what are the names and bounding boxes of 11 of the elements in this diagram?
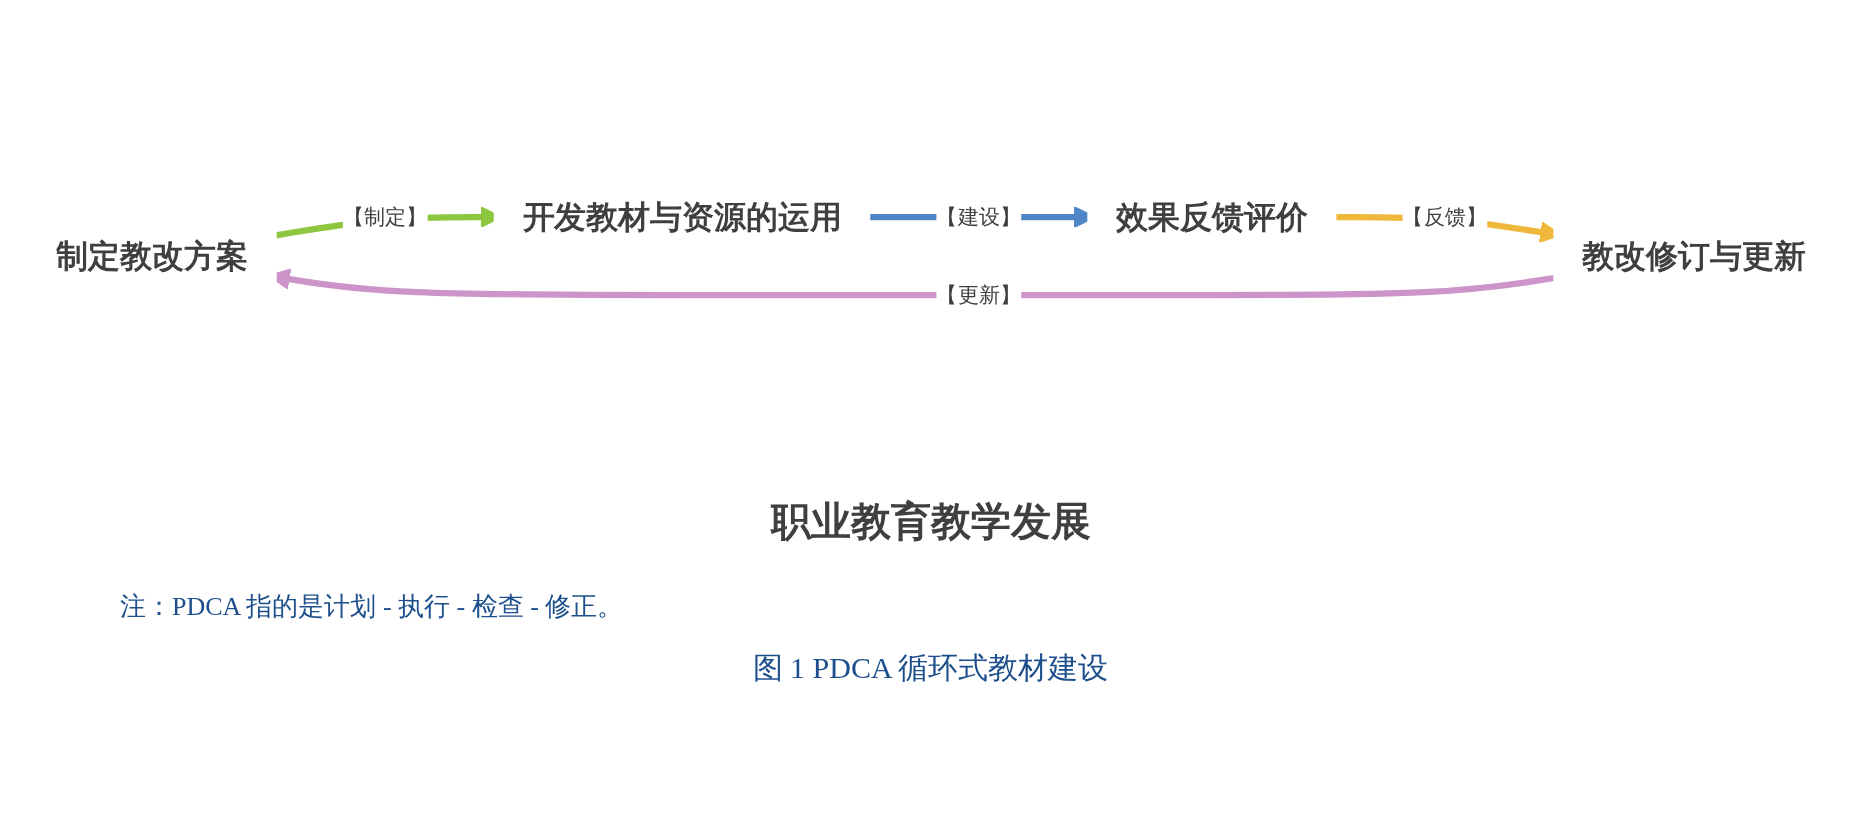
node-text: 制定教改方案 [55,237,248,274]
node-text: 效果反馈评价 [1115,198,1308,235]
center-text: 职业教育教学发展 [770,497,1091,546]
edge-label: 【更新】 [935,282,1021,308]
node-text: 教改修订与更新 [1581,237,1806,274]
edge-label: 【建设】 [935,204,1021,230]
caption-text: 图 1 PDCA 循环式教材建设 [752,650,1109,686]
node-text: 开发教材与资源的运用 [522,198,842,235]
edge-label: 【反馈】 [1401,204,1487,230]
note-text: 注：PDCA 指的是计划 - 执行 - 检查 - 修正。 [120,591,624,623]
edge-label: 【制定】 [342,204,428,230]
